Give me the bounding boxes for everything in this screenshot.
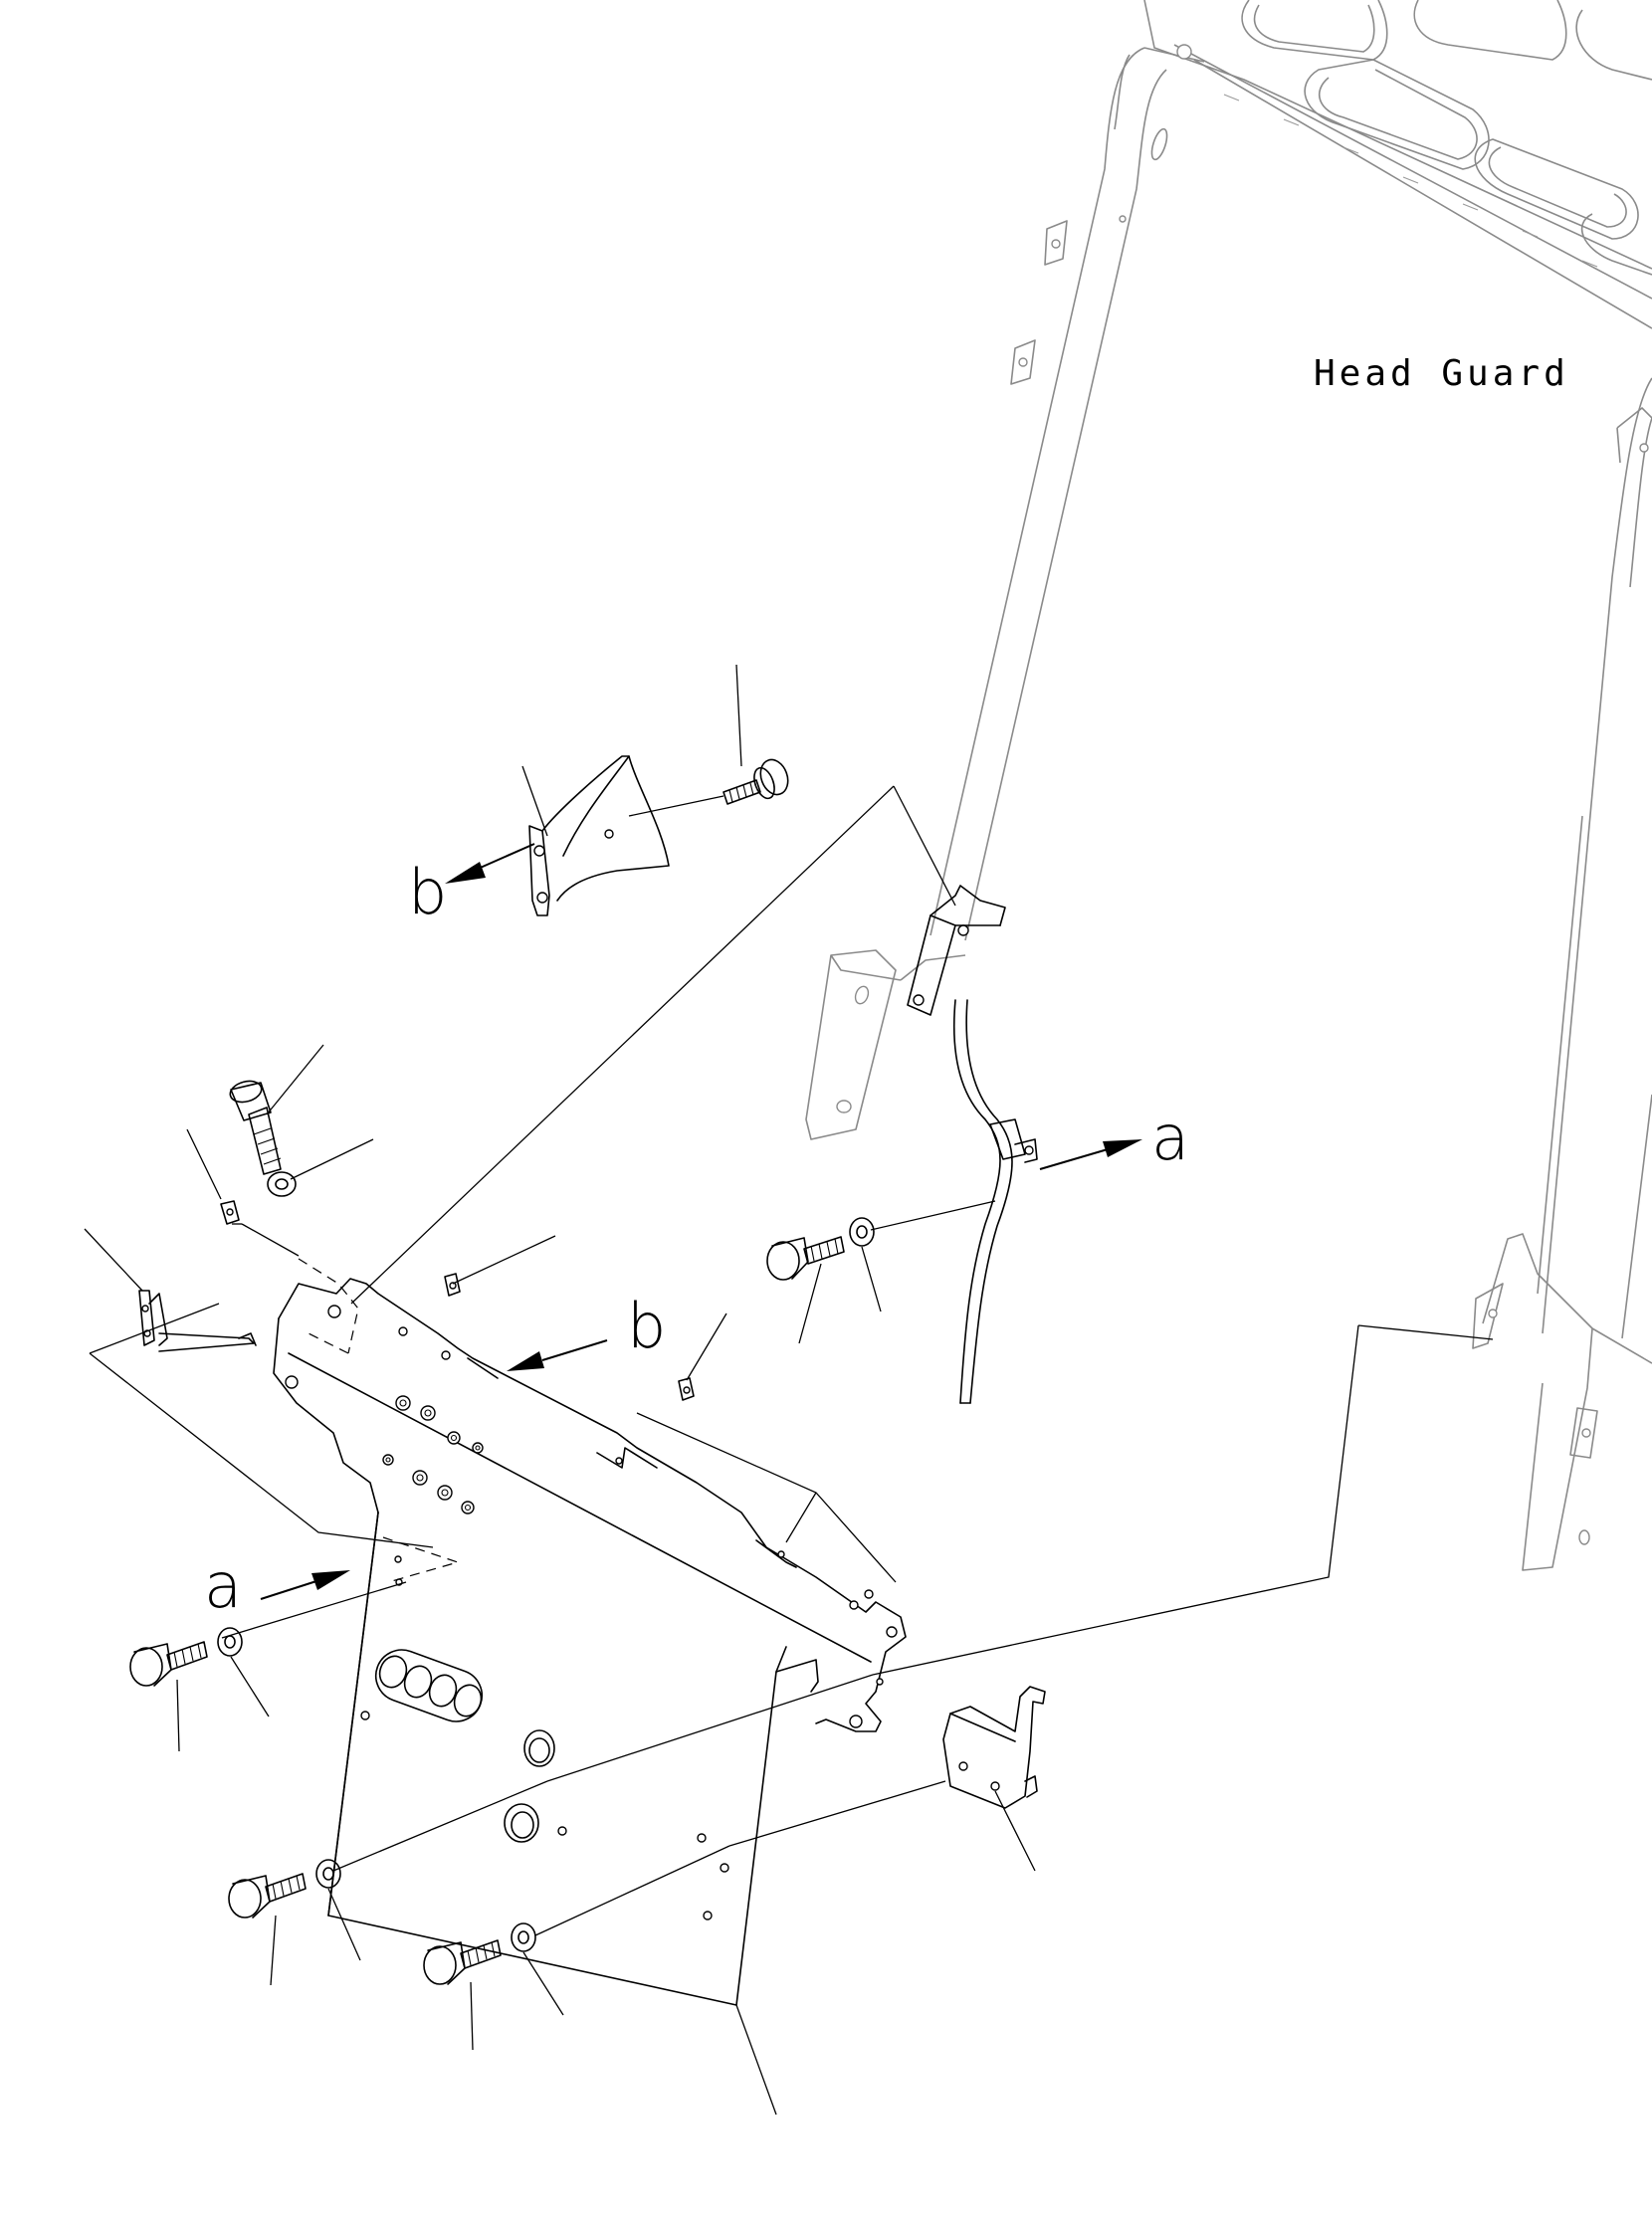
clip-nut-3 xyxy=(678,1377,695,1401)
head-guard-label: Head Guard xyxy=(1314,353,1569,394)
washer-top-left xyxy=(267,1171,297,1197)
hex-bolt-left xyxy=(129,1641,208,1687)
wiring-harness xyxy=(907,885,1038,1404)
washer-bottom-2 xyxy=(511,1922,536,1952)
harness-bracket xyxy=(907,885,1006,1016)
support-rod-bracket xyxy=(138,1290,257,1352)
arrow-a-right xyxy=(1039,1139,1142,1170)
washer-left xyxy=(217,1627,243,1657)
part-leaders xyxy=(84,664,1036,2116)
washer-mid-right xyxy=(849,1217,875,1247)
hex-bolt-bottom-1 xyxy=(228,1873,307,1919)
hook-bracket xyxy=(942,1686,1046,1809)
harness-clamp xyxy=(989,1118,1038,1163)
washer-bottom-1 xyxy=(315,1859,341,1889)
bracket-b xyxy=(528,755,670,916)
clip-nut-2 xyxy=(444,1273,461,1297)
hex-bolt-mid-right xyxy=(766,1236,845,1281)
gauge-window xyxy=(374,1649,484,1722)
arrow-a-left xyxy=(260,1570,350,1600)
callout-b-top: b xyxy=(408,856,447,928)
clip-nut-1 xyxy=(220,1200,240,1225)
nut-row-upper xyxy=(395,1395,484,1454)
callout-b-center: b xyxy=(627,1290,666,1362)
arrow-b-top xyxy=(445,843,535,884)
grommet-upper xyxy=(523,1729,555,1767)
hex-bolt-top-left xyxy=(229,1080,282,1175)
cover-panel xyxy=(273,1278,907,2006)
arrow-b-center xyxy=(507,1339,608,1371)
roof-slots xyxy=(1176,44,1598,268)
roof-openings xyxy=(1241,0,1652,276)
flange-bolt-top xyxy=(723,758,789,805)
assembly-lines xyxy=(89,785,1494,1936)
head-guard-frame xyxy=(805,0,1652,1571)
callout-a-left: a xyxy=(204,1549,242,1622)
hex-bolt-bottom-2 xyxy=(423,1939,502,1985)
grommet-lower xyxy=(504,1803,539,1843)
callout-a-right: a xyxy=(1151,1102,1189,1174)
nut-row-lower xyxy=(382,1454,475,1515)
